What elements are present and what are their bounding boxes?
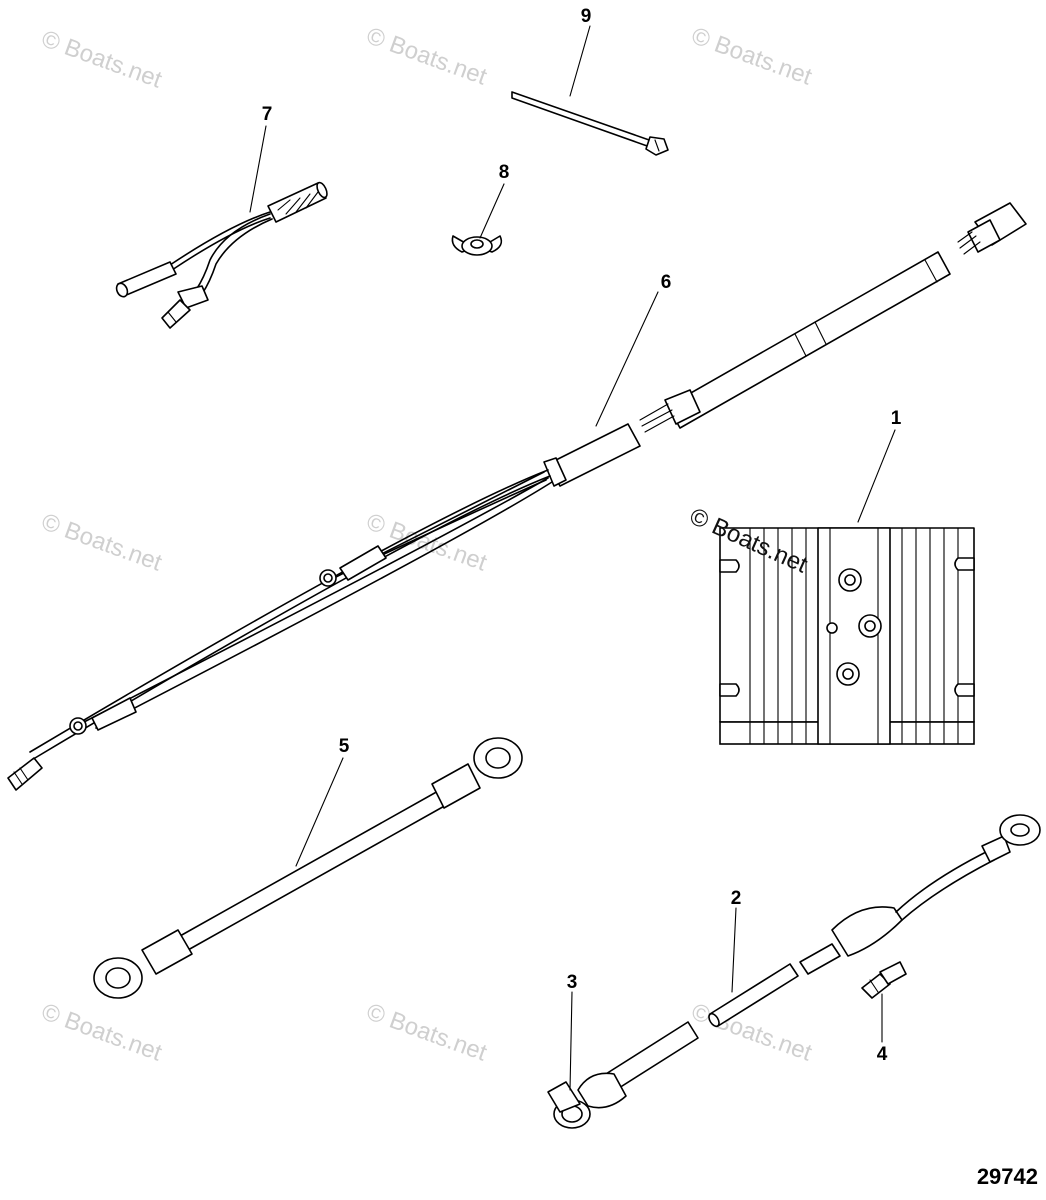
watermark: © Boats.net [38,25,166,93]
sleeve-icon[interactable] [707,963,799,1028]
callouts: 9 8 7 6 1 5 2 3 4 [262,6,902,1065]
watermark: © Boats.net [38,998,166,1066]
callout-3: 3 [567,972,578,993]
ground-strap-icon[interactable] [93,737,523,999]
watermark: © Boats.net [363,998,491,1066]
wiring-harness-icon[interactable] [7,202,1027,791]
callout-8: 8 [499,162,510,183]
callout-9: 9 [581,6,592,27]
watermark: © Boats.net [688,998,816,1066]
battery-terminal-cable-icon[interactable] [547,814,1041,1129]
watermark: © Boats.net [363,22,491,90]
callout-7: 7 [262,104,273,125]
callout-6: 6 [661,272,672,293]
y-adapter-harness-icon[interactable] [115,181,329,329]
watermark: © Boats.net [688,22,816,90]
callout-2: 2 [731,888,742,909]
voltage-regulator-icon[interactable] [719,527,975,745]
watermark: © Boats.net [363,508,491,576]
callout-1: 1 [891,408,902,429]
watermark: © Boats.net [38,508,166,576]
cable-tie-icon[interactable] [511,91,669,156]
wing-nut-icon[interactable] [451,235,503,256]
terminal-connector-icon[interactable] [861,961,907,999]
callout-5: 5 [339,736,350,757]
leader-lines [249,25,896,1091]
drawing-number: 29742 [976,1164,1038,1189]
callout-4: 4 [877,1044,888,1065]
